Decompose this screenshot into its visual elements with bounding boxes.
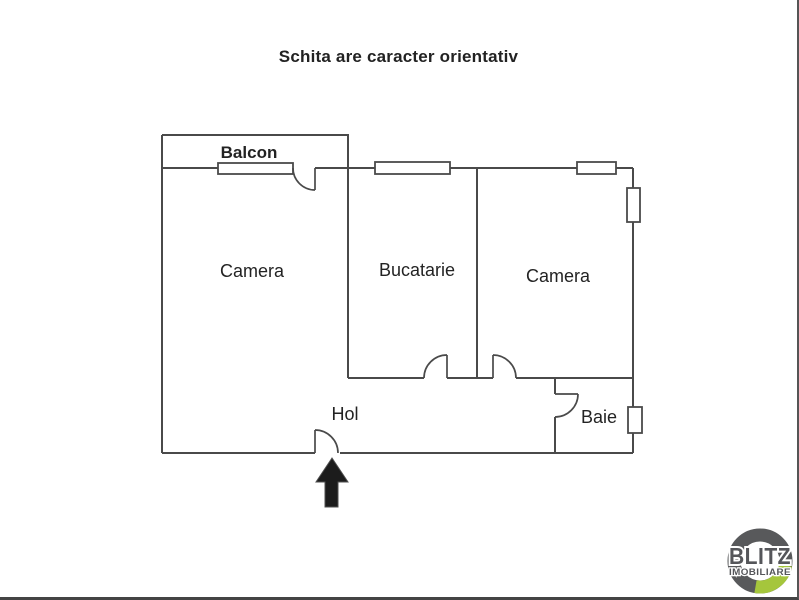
room-label-camera-right: Camera	[526, 266, 591, 286]
logo-text-imobiliare: IMOBILIARE	[729, 567, 791, 578]
door-camera-right	[492, 354, 517, 379]
entrance-arrow-icon	[315, 457, 349, 508]
page-title: Schita are caracter orientativ	[278, 47, 519, 66]
wall-outline	[161, 134, 634, 454]
logo-text-blitz: BLITZ	[729, 543, 791, 569]
agency-logo: BLITZ IMOBILIARE	[727, 528, 793, 594]
window-camera-right-side	[626, 187, 641, 223]
window-balcony	[217, 162, 294, 175]
room-label-baie: Baie	[581, 407, 617, 427]
logo-ring-accent	[754, 563, 793, 594]
room-label-balcon: Balcon	[221, 143, 278, 162]
window-kitchen	[374, 161, 451, 175]
room-label-bucatarie: Bucatarie	[379, 260, 455, 280]
window-camera-right-top	[576, 161, 617, 175]
room-label-hol: Hol	[331, 404, 358, 424]
window-bathroom	[627, 406, 643, 434]
door-balcony	[292, 167, 316, 191]
door-entrance	[314, 429, 339, 454]
door-bathroom	[554, 393, 579, 418]
door-kitchen	[423, 354, 448, 379]
room-label-camera-left: Camera	[220, 261, 285, 281]
